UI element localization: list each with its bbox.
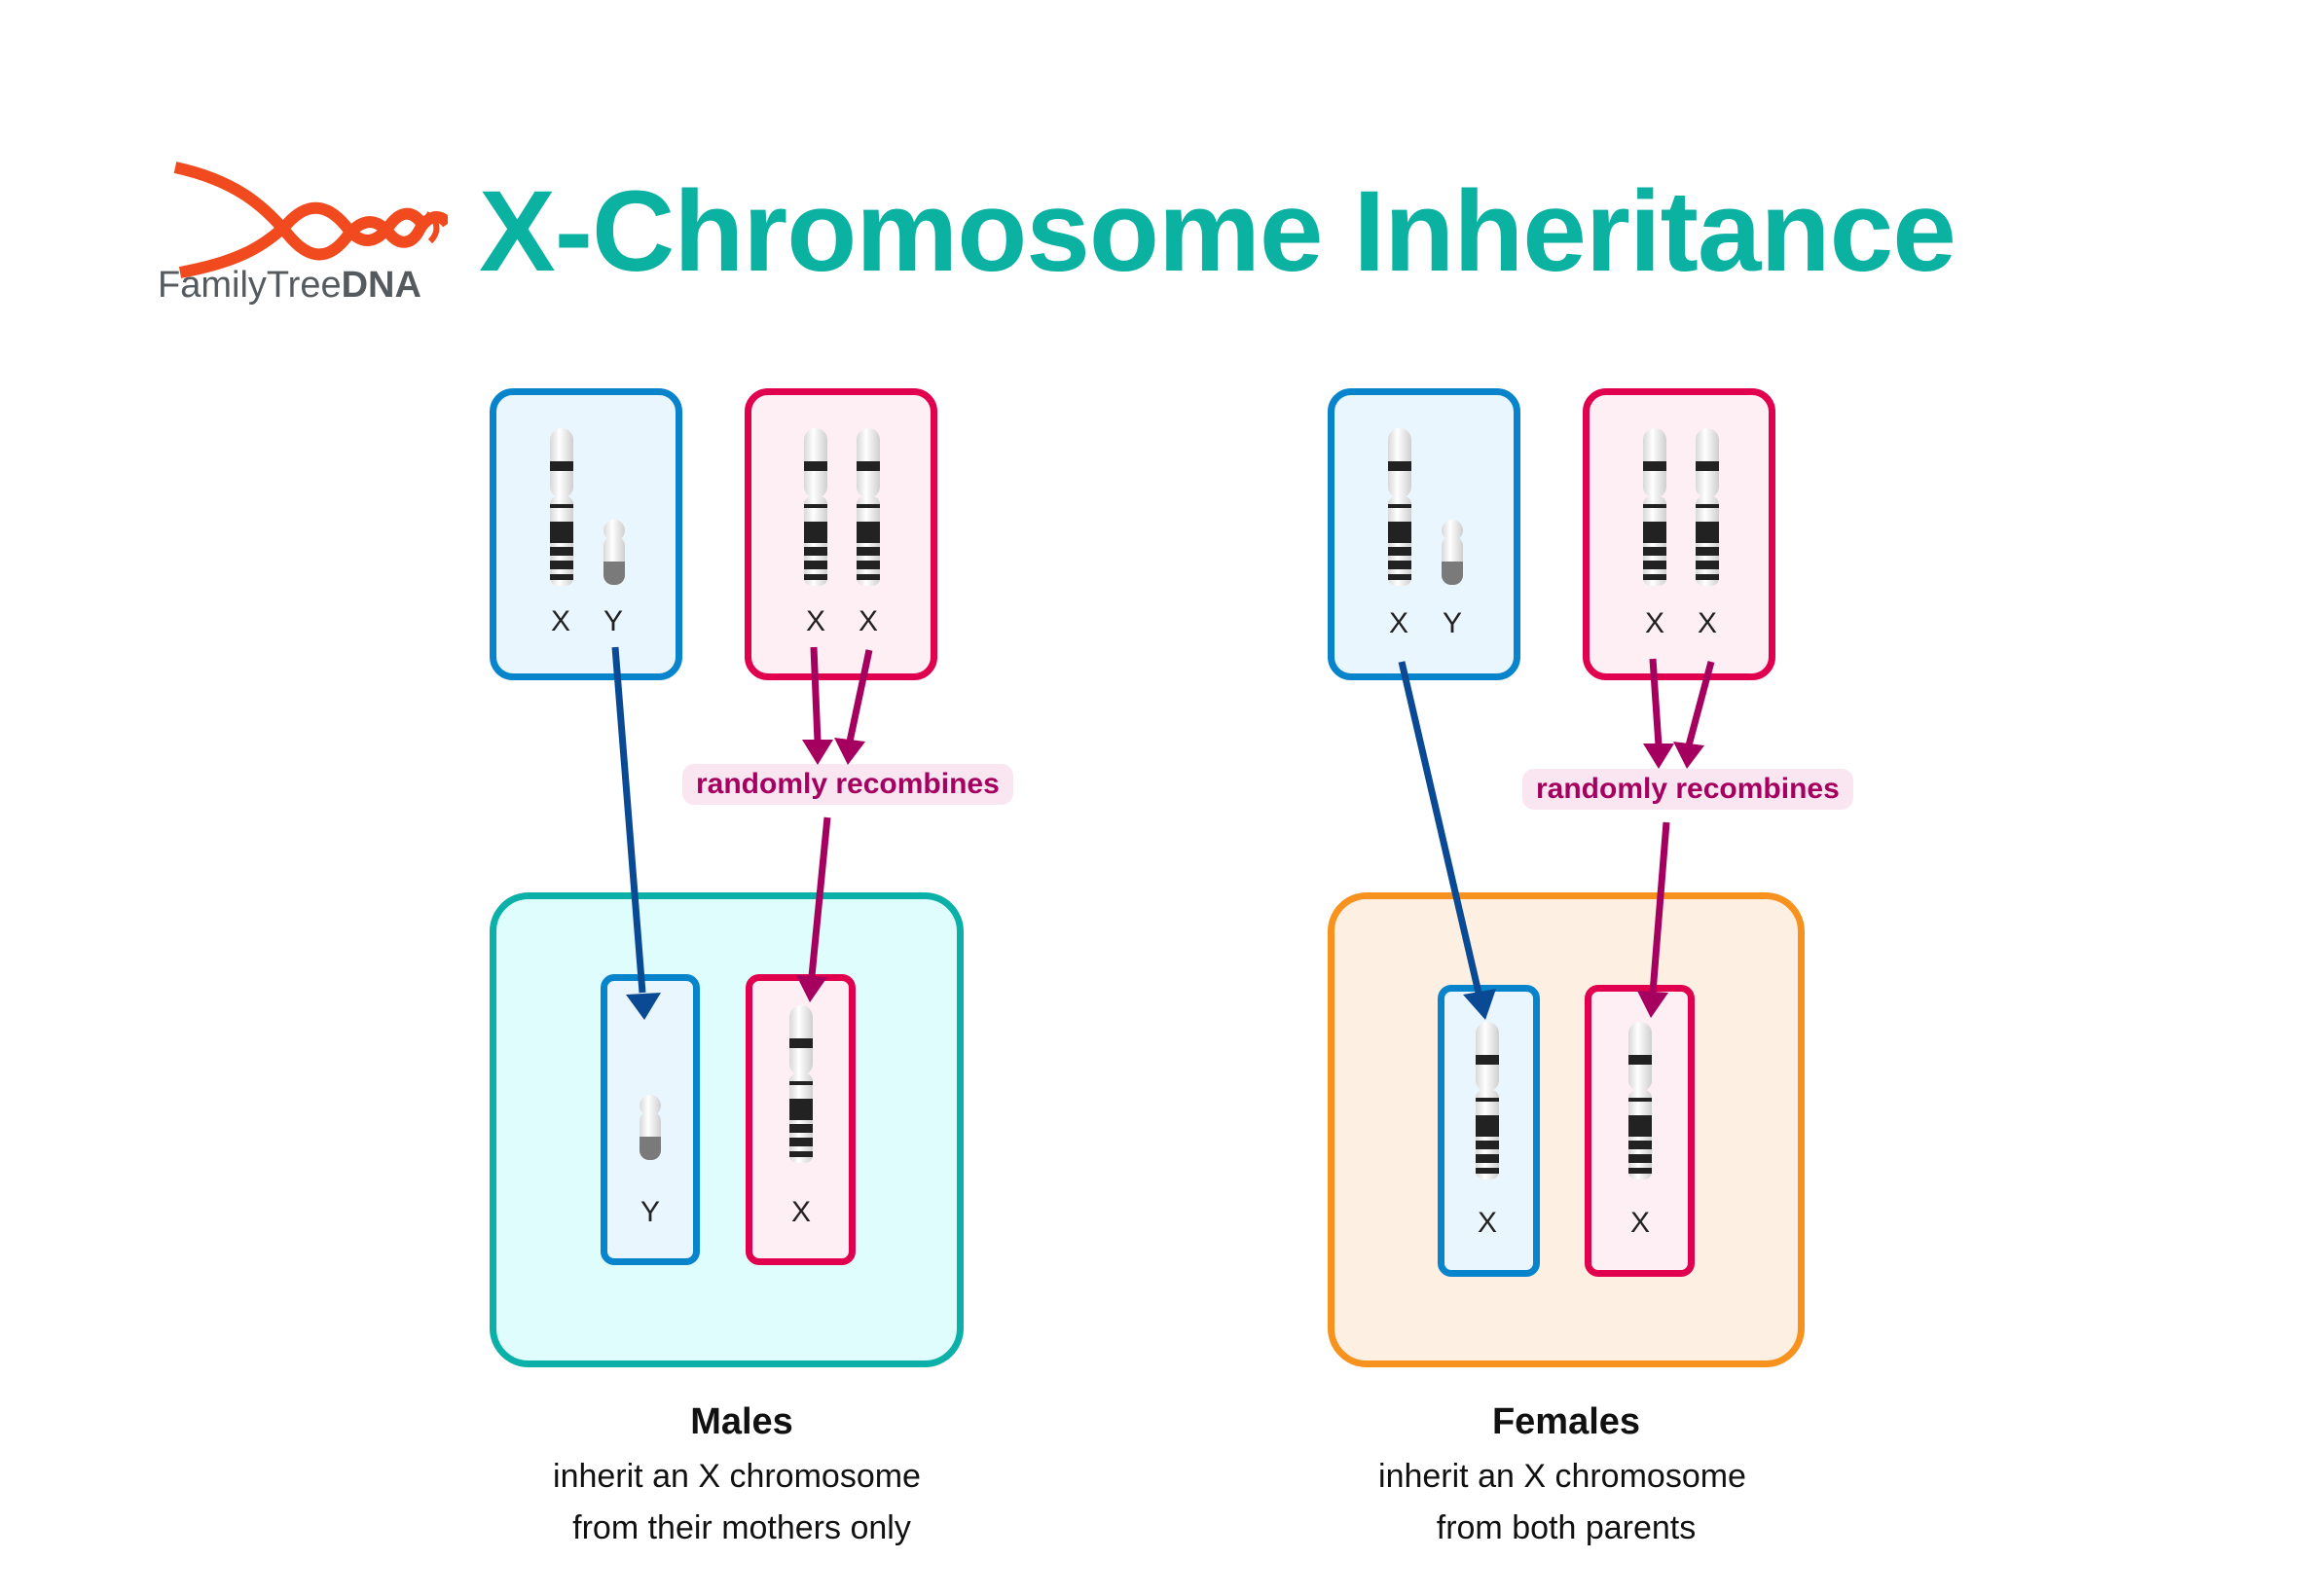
female-mother-x2-chromosome-icon: [1696, 428, 1719, 586]
female-caption-line2: from both parents: [1436, 1509, 1697, 1546]
female-recombine-label: randomly recombines: [1522, 769, 1853, 810]
page-title: X-Chromosome Inheritance: [479, 167, 1956, 296]
female-child-paternal-x-chromosome-icon: [1476, 1022, 1499, 1179]
male-maternal-arrow-2: [834, 649, 873, 765]
female-child-maternal-x-chromosome-icon: [1628, 1022, 1652, 1179]
female-father-label-y: Y: [1442, 607, 1462, 639]
male-caption-line2: from their mothers only: [572, 1509, 911, 1546]
male-mother-label-x1: X: [805, 605, 825, 637]
male-recombined-arrow: [796, 816, 831, 1002]
male-father-x-chromosome-icon: [550, 428, 573, 586]
female-caption-line1: inherit an X chromosome: [1378, 1458, 1746, 1495]
female-mother-box: [1583, 388, 1775, 680]
male-maternal-arrow-1: [802, 646, 833, 765]
dna-helix-logo-icon: [173, 162, 448, 278]
female-father-box: [1328, 388, 1520, 680]
female-mother-label-x1: X: [1644, 607, 1664, 639]
logo-wordmark: FamilyTreeDNA: [158, 265, 421, 307]
male-child-box: [490, 892, 964, 1367]
male-father-label-x: X: [550, 605, 570, 637]
male-caption-title: Males: [690, 1401, 793, 1442]
female-father-y-chromosome-icon: [1442, 520, 1463, 585]
male-child-x-chromosome-icon: [789, 1005, 813, 1163]
male-caption-line1: inherit an X chromosome: [553, 1458, 921, 1495]
male-child-label-y: Y: [640, 1196, 660, 1228]
female-maternal-arrow-1: [1643, 658, 1674, 769]
logo-text-bold: DNA: [341, 265, 421, 306]
male-father-box: [490, 388, 682, 680]
female-child-box: [1328, 892, 1805, 1367]
female-recombined-arrow: [1637, 821, 1670, 1018]
female-child-label-x-paternal: X: [1477, 1207, 1497, 1239]
female-maternal-arrow-2: [1673, 661, 1715, 769]
female-paternal-arrow: [1398, 661, 1496, 1020]
female-mother-x1-chromosome-icon: [1643, 428, 1666, 586]
male-mother-x1-chromosome-icon: [804, 428, 827, 586]
female-caption-title: Females: [1491, 1401, 1641, 1442]
male-father-label-y: Y: [603, 605, 623, 637]
female-father-x-chromosome-icon: [1388, 428, 1411, 586]
male-child-y-chromosome-icon: [640, 1095, 661, 1160]
male-father-y-chromosome-icon: [603, 520, 625, 585]
logo-text-regular: FamilyTree: [158, 265, 342, 306]
male-child-label-x: X: [790, 1196, 811, 1228]
male-recombine-label: randomly recombines: [682, 764, 1013, 805]
male-mother-label-x2: X: [858, 605, 878, 637]
male-mother-box: [745, 388, 937, 680]
female-mother-label-x2: X: [1697, 607, 1717, 639]
male-paternal-arrow: [611, 646, 661, 1020]
female-child-label-x-maternal: X: [1629, 1207, 1650, 1239]
male-mother-x2-chromosome-icon: [857, 428, 880, 586]
female-father-label-x: X: [1388, 607, 1408, 639]
